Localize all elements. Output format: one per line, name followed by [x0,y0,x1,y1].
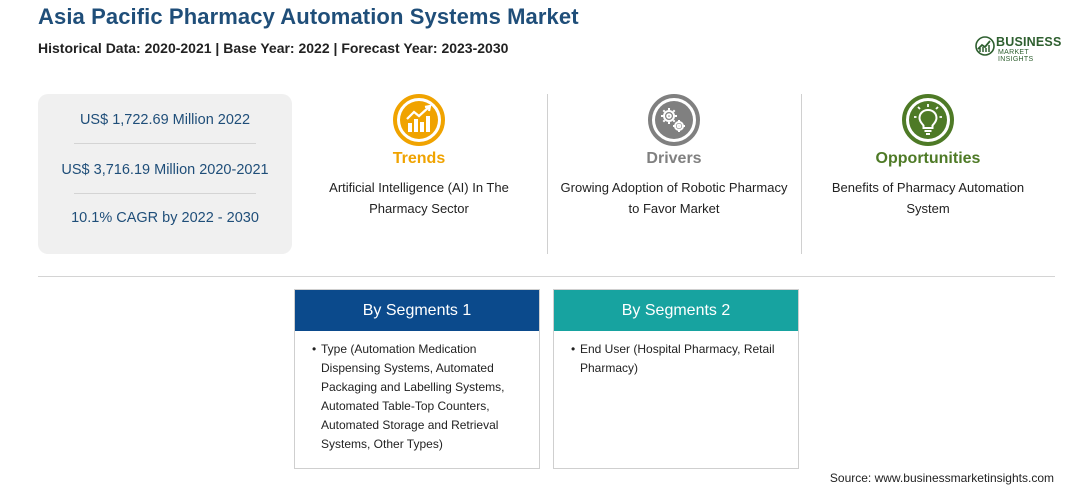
segment-header-2: By Segments 2 [554,290,798,331]
column-divider [547,94,548,254]
feature-title-trends: Trends [392,150,446,167]
page-title: Asia Pacific Pharmacy Automation Systems… [38,4,579,29]
segment-body-2: End User (Hospital Pharmacy, Retail Phar… [554,331,798,378]
feature-desc-opportunities: Benefits of Pharmacy Automation System [831,180,1025,216]
logo-wordmark: BUSINESS [996,35,1062,49]
list-item: Type (Automation Medication Dispensing S… [312,340,527,454]
source-credit: Source: www.businessmarketinsights.com [829,471,1054,485]
page-subtitle: Historical Data: 2020-2021 | Base Year: … [38,40,509,56]
section-divider [38,276,1055,277]
stat-divider [74,143,256,144]
stat-divider [74,193,256,194]
feature-drivers: Drivers Growing Adoption of Robotic Phar… [547,94,801,254]
feature-desc-trends: Artificial Intelligence (AI) In The Phar… [329,180,509,216]
trend-chart-icon [393,94,445,146]
feature-title-opportunities: Opportunities [875,150,981,167]
segment-body-1: Type (Automation Medication Dispensing S… [295,331,539,454]
feature-trends: Trends Artificial Intelligence (AI) In T… [292,94,546,254]
segment-card-2: By Segments 2 End User (Hospital Pharmac… [553,289,799,469]
globe-icon [975,36,995,56]
segment-header-1: By Segments 1 [295,290,539,331]
column-divider [801,94,802,254]
logo-subtitle: MARKET INSIGHTS [998,49,1034,63]
stat-market-size-historical: US$ 3,716.19 Million 2020-2021 [61,162,269,178]
market-stats-panel: US$ 1,722.69 Million 2022 US$ 3,716.19 M… [38,94,292,254]
business-market-insights-logo: BUSINESS MARKET INSIGHTS [974,34,1064,63]
segment-card-1: By Segments 1 Type (Automation Medicatio… [294,289,540,469]
feature-title-drivers: Drivers [646,150,702,167]
list-item: End User (Hospital Pharmacy, Retail Phar… [571,340,786,378]
feature-opportunities: Opportunities Benefits of Pharmacy Autom… [801,94,1055,254]
stat-cagr: 10.1% CAGR by 2022 - 2030 [71,210,259,226]
lightbulb-icon [902,94,954,146]
stat-market-size-2022: US$ 1,722.69 Million 2022 [79,112,251,128]
feature-desc-drivers: Growing Adoption of Robotic Pharmacy to … [560,180,788,216]
gears-icon [648,94,700,146]
